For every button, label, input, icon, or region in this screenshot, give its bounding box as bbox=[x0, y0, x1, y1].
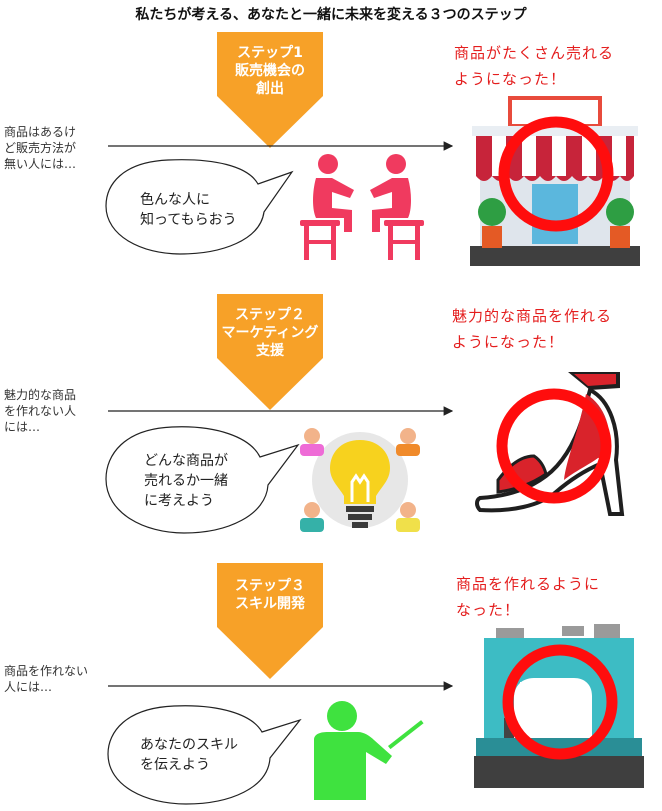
sewing-machine-image bbox=[474, 624, 644, 788]
storefront-image bbox=[470, 96, 640, 266]
step-1-bubble-text: 色んな人に 知ってもらおう bbox=[140, 190, 237, 230]
step-3-label-line-1: ステップ３ bbox=[235, 578, 305, 594]
step-3-arrow: ステップ３ スキル開発 bbox=[217, 563, 323, 681]
step-arrow-shape bbox=[217, 32, 323, 148]
result-line: 商品を作れるように bbox=[456, 575, 601, 593]
step-2-label-line-2: マーケティング bbox=[221, 325, 319, 341]
side-line: を作れない人 bbox=[4, 404, 77, 418]
side-line: には… bbox=[4, 420, 41, 434]
bubble-line: 売れるか一緒 bbox=[144, 473, 228, 489]
page-title: 私たちが考える、あなたと一緒に未来を変える３つのステップ bbox=[135, 7, 527, 23]
result-line: なった！ bbox=[456, 601, 521, 619]
step-3-red-circle bbox=[502, 644, 618, 760]
bubble-line: 色んな人に bbox=[140, 192, 210, 208]
step-2-label-line-1: ステップ２ bbox=[235, 307, 305, 323]
step-2-speech-bubble bbox=[105, 426, 300, 534]
step-arrow-shape bbox=[217, 563, 323, 679]
store-door bbox=[532, 184, 578, 244]
side-line: 無い人には… bbox=[4, 157, 77, 171]
teacher-pointer-icon bbox=[314, 701, 424, 800]
step-1-red-circle bbox=[498, 116, 614, 232]
bubble-line: 知ってもらおう bbox=[140, 212, 237, 228]
step-3-speech-bubble bbox=[107, 705, 302, 805]
side-line: 商品を作れない bbox=[4, 664, 89, 678]
step-1-side-text: 商品はあるけ ど販売方法が 無い人には… bbox=[4, 124, 76, 172]
bubble-line: を伝えよう bbox=[140, 757, 210, 773]
step-3-label-line-2: スキル開発 bbox=[235, 596, 305, 612]
side-line: 人には… bbox=[4, 680, 53, 694]
step-2-red-circle bbox=[496, 388, 612, 504]
step-1-speech-bubble bbox=[105, 159, 294, 255]
side-line: 魅力的な商品 bbox=[4, 388, 77, 402]
bubble-line: どんな商品が bbox=[144, 453, 228, 469]
bubble-line: あなたのスキル bbox=[140, 737, 238, 753]
step-1-label-line-1: ステップ1 bbox=[237, 45, 303, 61]
bubble-line: に考えよう bbox=[144, 493, 214, 509]
step-arrow-shape bbox=[217, 294, 323, 410]
step-2-side-text: 魅力的な商品 を作れない人 には… bbox=[4, 387, 76, 435]
step-2-label-line-3: 支援 bbox=[256, 343, 284, 359]
result-line: 商品がたくさん売れる bbox=[454, 44, 615, 62]
step-1-label-line-3: 創出 bbox=[256, 81, 284, 97]
two-people-talking-icon bbox=[300, 154, 424, 260]
step-3-bubble-text: あなたのスキル を伝えよう bbox=[140, 735, 238, 775]
step-3-result-text: 商品を作れるように なった！ bbox=[456, 571, 600, 623]
step-3-side-text: 商品を作れない 人には… bbox=[4, 663, 88, 695]
lightbulb-team-icon bbox=[300, 428, 420, 532]
step-2-result-text: 魅力的な商品を作れる ようになった！ bbox=[452, 303, 612, 355]
result-line: 魅力的な商品を作れる bbox=[452, 307, 613, 325]
step-2-bubble-text: どんな商品が 売れるか一緒 に考えよう bbox=[144, 451, 228, 511]
step-2-arrow: ステップ２ マーケティング 支援 bbox=[217, 294, 323, 412]
step-1-label-line-2: 販売機会の bbox=[235, 63, 305, 79]
side-line: ど販売方法が bbox=[4, 141, 77, 155]
side-line: 商品はあるけ bbox=[4, 125, 77, 139]
high-heel-shoe-image bbox=[475, 372, 625, 516]
step-1-result-text: 商品がたくさん売れる ようになった！ bbox=[454, 40, 614, 92]
step-1-arrow: ステップ1 販売機会の 創出 bbox=[217, 32, 323, 150]
result-line: ようになった！ bbox=[454, 70, 567, 88]
result-line: ようになった！ bbox=[452, 333, 565, 351]
